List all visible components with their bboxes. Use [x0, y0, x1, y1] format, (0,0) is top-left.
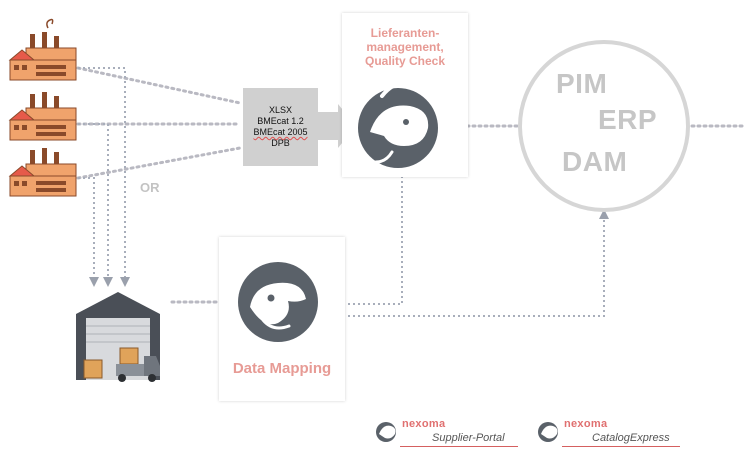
brand-name: nexoma — [564, 418, 608, 430]
or-label: OR — [140, 180, 160, 195]
brand-name: nexoma — [402, 418, 446, 430]
supplier-title-line: management, — [366, 40, 444, 54]
brand-underline — [562, 446, 680, 447]
factory-to-warehouse-connectors — [78, 67, 130, 287]
brand-product: Supplier-Portal — [432, 432, 505, 444]
mapping-title: Data Mapping — [232, 360, 332, 377]
factory-icon — [8, 92, 77, 141]
supplier-title: Lieferanten- management, Quality Check — [342, 26, 468, 68]
file-formats-box: XLSX BMEcat 1.2 BMEcat 2005 DPB — [243, 88, 318, 166]
factory-to-formats-connectors — [76, 66, 242, 180]
brand-product: CatalogExpress — [592, 432, 670, 444]
format-label: BMEcat 1.2 — [257, 116, 304, 126]
supplier-title-line: Lieferanten- — [370, 26, 440, 40]
supplier-title-line: Quality Check — [364, 54, 446, 68]
system-pim: PIM — [556, 68, 608, 99]
nexoma-logo-icon — [538, 422, 558, 442]
mapping-systems-connector — [323, 209, 609, 321]
format-label: BMEcat 2005 — [253, 127, 308, 137]
warehouse-icon — [76, 292, 160, 382]
format-label: XLSX — [268, 105, 292, 115]
system-erp: ERP — [598, 104, 658, 135]
systems-circle — [518, 40, 690, 212]
factory-icon — [8, 148, 77, 197]
brand-underline — [400, 446, 518, 447]
factory-icon — [8, 18, 77, 81]
format-label: DPB — [271, 138, 290, 148]
system-dam: DAM — [562, 146, 628, 177]
nexoma-logo-icon — [376, 422, 396, 442]
